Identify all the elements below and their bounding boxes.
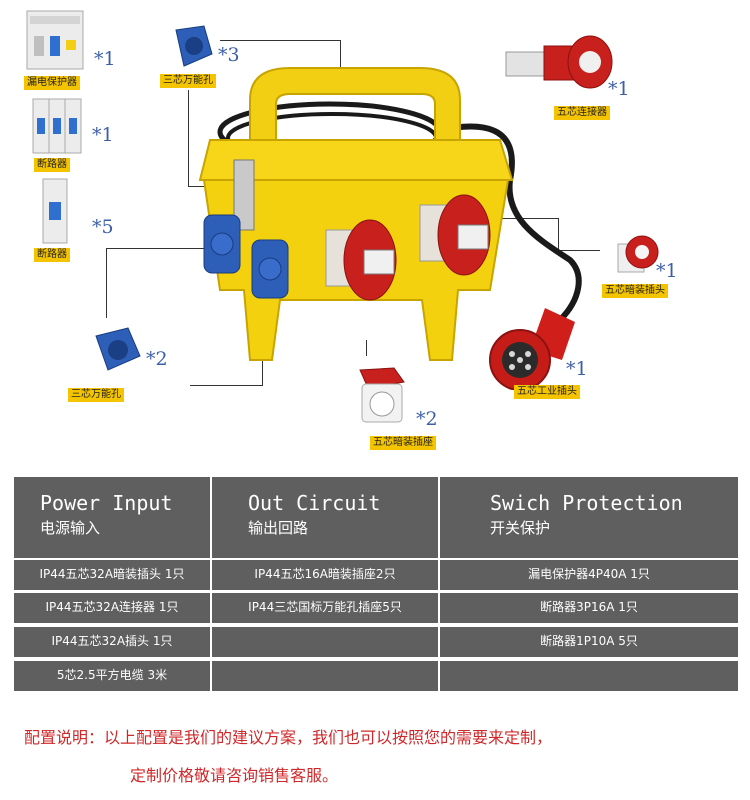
three-core-top-qty: *3 — [218, 44, 240, 66]
breaker-3p-image — [32, 98, 82, 154]
header-out-circuit-en: Out Circuit — [248, 491, 381, 515]
table-cell — [212, 661, 438, 691]
header-switch-protection-en: Swich Protection — [490, 491, 683, 515]
three-core-socket-top-image — [175, 25, 213, 67]
table-cell: 断路器3P16A 1只 — [440, 593, 738, 623]
table-cell: 漏电保护器4P40A 1只 — [440, 560, 738, 590]
three-core-left-qty: *2 — [146, 348, 168, 370]
breaker-3p-qty: *1 — [92, 124, 114, 146]
table-cell — [212, 627, 438, 657]
three-core-left-label: 三芯万能孔 — [68, 388, 124, 402]
five-core-panel-socket-image — [359, 367, 405, 423]
five-core-industrial-plug-label: 五芯工业插头 — [514, 385, 580, 399]
rcd-breaker-image — [26, 10, 84, 70]
table-cell — [440, 661, 738, 691]
header-switch-protection-zh: 开关保护 — [490, 519, 551, 537]
table-cell: 断路器1P10A 5只 — [440, 627, 738, 657]
five-core-connector-label: 五芯连接器 — [554, 106, 610, 120]
config-note-line1: 配置说明：以上配置是我们的建议方案，我们也可以按照您的需要来定制， — [24, 728, 553, 747]
table-cell: IP44五芯32A连接器 1只 — [14, 593, 210, 623]
header-power-input: Power Input 电源输入 — [14, 477, 210, 558]
rcd-qty: *1 — [94, 48, 116, 70]
three-core-socket-left-image — [95, 327, 141, 371]
header-power-input-zh: 电源输入 — [40, 519, 101, 537]
breaker-1p-qty: *5 — [92, 216, 114, 238]
breaker-1p-label: 断路器 — [34, 248, 70, 262]
five-core-connector-image — [505, 35, 613, 89]
spec-table: Power Input 电源输入 Out Circuit 输出回路 Swich … — [14, 477, 738, 693]
table-cell: 5芯2.5平方电缆 3米 — [14, 661, 210, 691]
table-cell: IP44五芯16A暗装插座2只 — [212, 560, 438, 590]
config-note-line2: 定制价格敬请咨询销售客服。 — [130, 766, 339, 785]
five-core-panel-plug-qty: *1 — [656, 260, 678, 282]
five-core-connector-qty: *1 — [608, 78, 630, 100]
table-cell: IP44五芯32A插头 1只 — [14, 627, 210, 657]
breaker-1p-image — [42, 178, 68, 244]
five-core-panel-socket-label: 五芯暗装插座 — [370, 436, 436, 450]
product-diagram: 漏电保护器 *1 断路器 *1 断路器 *5 三芯万能孔 *3 三芯万能孔 *2… — [24, 10, 678, 450]
table-cell: IP44三芯国标万能孔插座5只 — [212, 593, 438, 623]
yellow-distribution-box-illustration — [198, 67, 582, 390]
five-core-panel-socket-qty: *2 — [416, 408, 438, 430]
rcd-label: 漏电保护器 — [24, 76, 80, 90]
five-core-panel-plug-image — [617, 235, 659, 273]
header-out-circuit-zh: 输出回路 — [248, 519, 309, 537]
breaker-3p-label: 断路器 — [34, 158, 70, 172]
three-core-top-label: 三芯万能孔 — [160, 74, 216, 88]
header-out-circuit: Out Circuit 输出回路 — [212, 477, 438, 558]
header-switch-protection: Swich Protection 开关保护 — [440, 477, 738, 558]
five-core-panel-plug-label: 五芯暗装插头 — [602, 284, 668, 298]
five-core-industrial-plug-qty: *1 — [566, 358, 588, 380]
table-cell: IP44五芯32A暗装插头 1只 — [14, 560, 210, 590]
header-power-input-en: Power Input — [40, 491, 173, 515]
